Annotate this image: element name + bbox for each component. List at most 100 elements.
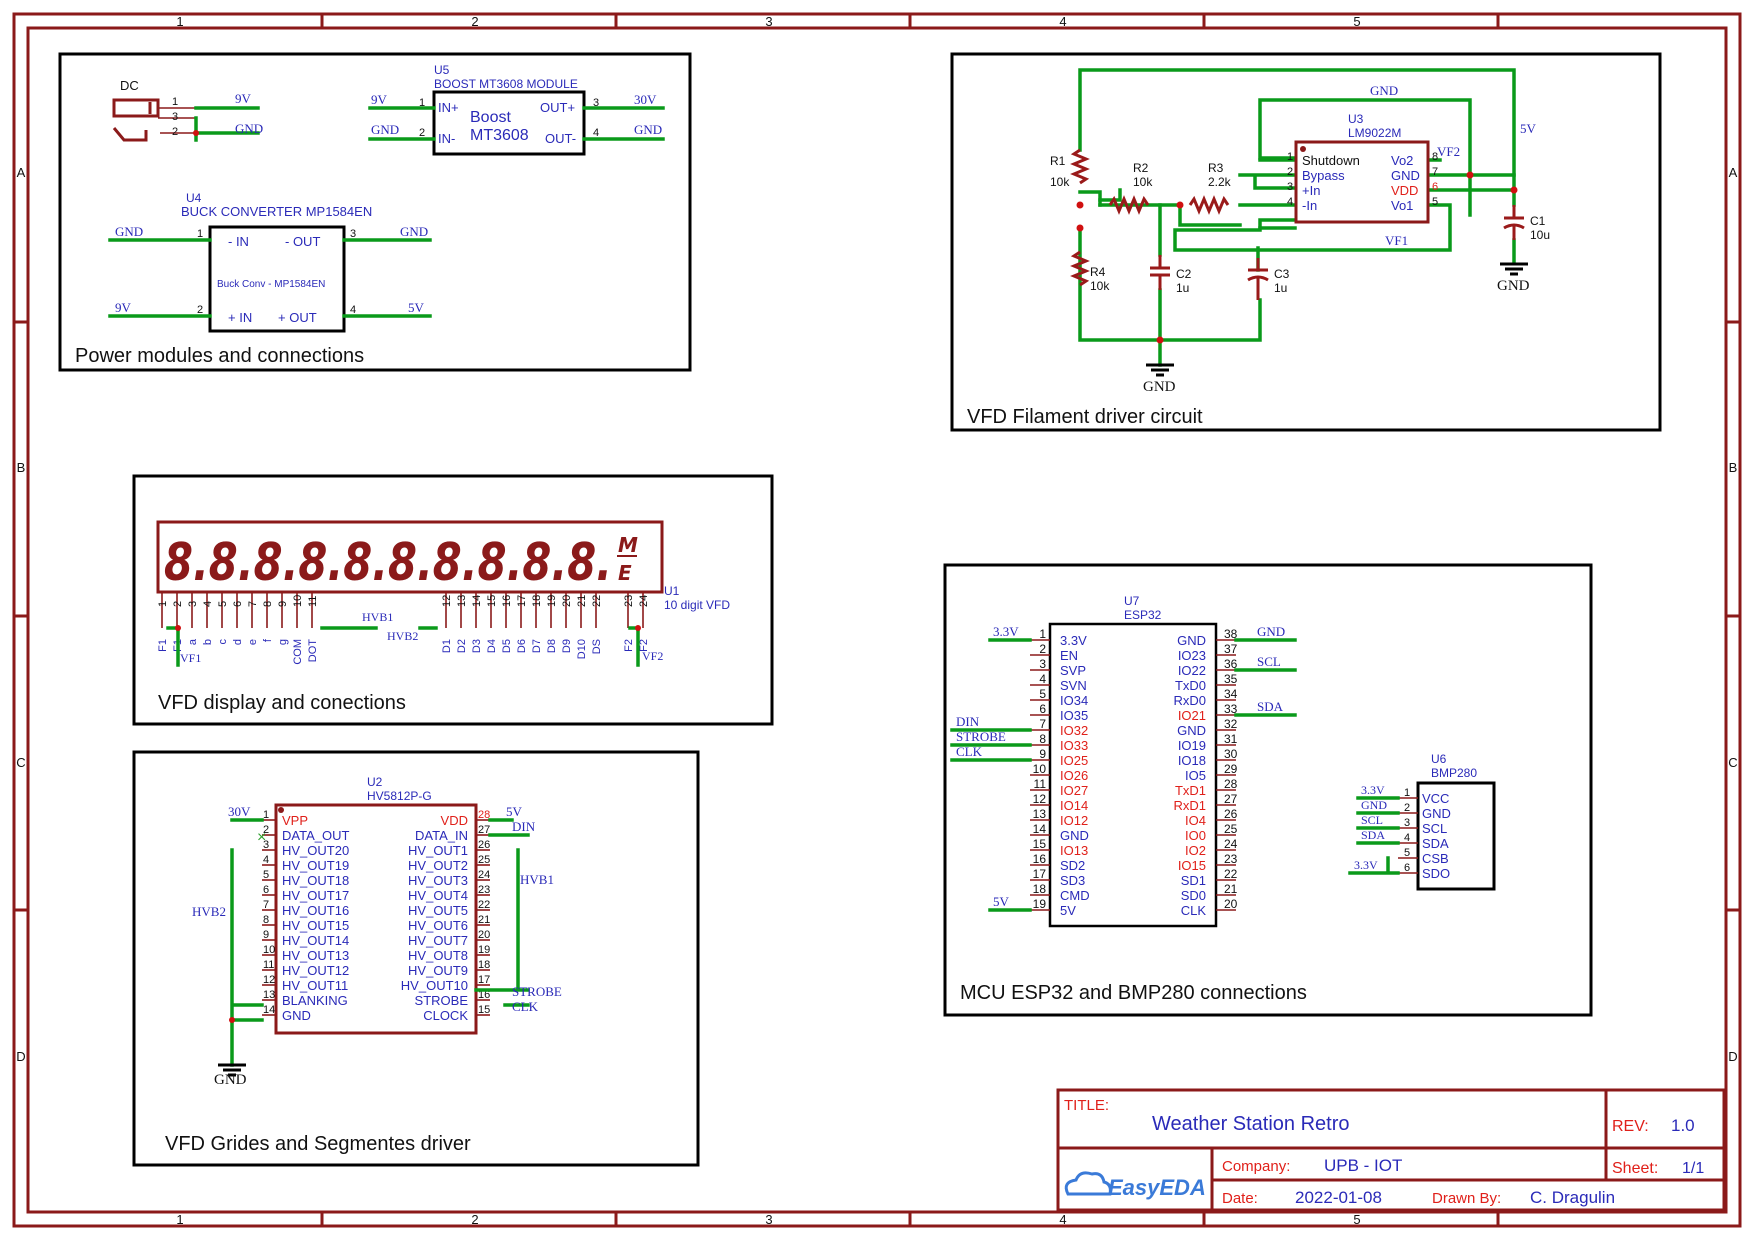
u3-pin-vo2: Vo2 (1391, 153, 1413, 168)
driver-right-pin-number: 20 (478, 929, 490, 941)
driver-net-5v: 5V (506, 804, 523, 819)
esp32-right-pin-number: 36 (1224, 657, 1238, 671)
r2-value: 10k (1133, 175, 1153, 189)
esp32-pin-list: 3.3V1EN2SVP3SVN4IO345IO356IO327IO338IO25… (1030, 627, 1238, 918)
esp32-right-pin-number: 38 (1224, 627, 1238, 641)
driver-left-pin-name: HV_OUT11 (282, 978, 348, 993)
vfd-pin-number: 11 (307, 596, 319, 607)
r4-value: 10k (1090, 279, 1110, 293)
vfd-pin-number: 20 (561, 595, 573, 607)
u3-num-1: 1 (1287, 151, 1293, 163)
u4-body: Buck Conv - MP1584EN (217, 279, 325, 290)
bmp280-pin-number: 2 (1404, 802, 1410, 814)
esp32-right-pin-name: IO2 (1185, 843, 1206, 858)
esp32-left-pin-number: 1 (1039, 627, 1046, 641)
bmp280-pin-name: VCC (1422, 791, 1449, 806)
esp32-right-pin-name: IO21 (1178, 708, 1206, 723)
sheet-value: 1/1 (1682, 1160, 1704, 1177)
dc-pin-3: 3 (172, 111, 178, 123)
esp32-left-pin-name: SVN (1060, 678, 1087, 693)
esp32-right-pin-name: SD0 (1181, 888, 1206, 903)
no-connect-icon: × (257, 829, 266, 846)
vfd-pin-name: f (262, 638, 274, 642)
esp32-right-pin-name: IO18 (1178, 753, 1206, 768)
driver-left-pin-number: 3 (263, 839, 269, 851)
esp32-left-pin-name: GND (1060, 828, 1089, 843)
esp32-right-pin-number: 22 (1224, 867, 1238, 881)
bmp280-pin-name: SDA (1422, 836, 1449, 851)
driver-right-pin-name: HV_OUT8 (408, 948, 468, 963)
u5-pinnum-4: 4 (593, 127, 599, 139)
esp32-left-pin-name: IO33 (1060, 738, 1088, 753)
driver-right-pin-number: 15 (478, 1004, 490, 1016)
u4-name: BUCK CONVERTER MP1584EN (181, 204, 372, 219)
vfd-suffix-m: M (618, 533, 638, 557)
u4-net-5v: 5V (408, 300, 425, 315)
esp32-right-pin-name: IO5 (1185, 768, 1206, 783)
u5-pin-out-plus: OUT+ (540, 100, 575, 115)
power-modules-section: Power modules and connections DC 1 3 2 9… (58, 52, 692, 372)
driver-left-pin-name: HV_OUT20 (282, 843, 349, 858)
esp32-right-pin-name: TxD0 (1175, 678, 1206, 693)
esp32-right-pin-number: 33 (1224, 702, 1238, 716)
esp32-right-pin-number: 24 (1224, 837, 1238, 851)
vfd-pin-row: 1F12F13a4b5c6d7e8f9g10COM11DOT12D113D214… (157, 592, 650, 665)
vfd-caption: VFD display and conections (158, 692, 406, 714)
u3-num-2: 2 (1287, 166, 1293, 178)
esp32-left-pin-number: 8 (1039, 732, 1046, 746)
esp32-left-pin-name: IO34 (1060, 693, 1088, 708)
vfd-pin-number: 17 (516, 595, 528, 607)
u3-pin-vdd: VDD (1391, 183, 1418, 198)
col-label-4-bottom: 4 (1059, 1212, 1066, 1227)
vfd-digits: 8.8.8.8.8.8.8.8.8.8. (164, 533, 612, 593)
vfd-pin-number: 15 (486, 595, 498, 607)
esp32-right-pin-number: 20 (1224, 897, 1238, 911)
driver-left-pin-number: 6 (263, 884, 269, 896)
vfd-name: 10 digit VFD (664, 598, 730, 612)
esp32-left-pin-number: 6 (1039, 702, 1046, 716)
u4-pinnum-4: 4 (350, 304, 356, 316)
u3-num-3: 3 (1287, 181, 1293, 193)
esp32-left-pin-name: 5V (1060, 903, 1076, 918)
esp32-left-pin-name: IO12 (1060, 813, 1088, 828)
row-label-a-right: A (1729, 165, 1738, 180)
r1-ref: R1 (1050, 154, 1066, 168)
filament-net-vf2: VF2 (1437, 144, 1460, 159)
esp32-left-pin-name: SD2 (1060, 858, 1085, 873)
vfd-pin-name: D1 (441, 639, 453, 653)
driver-right-pin-number: 27 (478, 824, 490, 836)
col-label-3: 3 (765, 14, 772, 29)
esp-net-5v: 5V (993, 894, 1010, 909)
u4-pin-in-plus: + IN (228, 310, 252, 325)
dc-net-9v: 9V (235, 91, 252, 106)
esp-net-3v3: 3.3V (993, 624, 1019, 639)
u3-num-8: 8 (1432, 151, 1438, 163)
driver-left-pin-name: VPP (282, 813, 308, 828)
col-label-5-bottom: 5 (1353, 1212, 1360, 1227)
esp32-right-pin-number: 29 (1224, 762, 1238, 776)
driver-right-pin-number: 18 (478, 959, 490, 971)
vfd-pin-name: D5 (501, 639, 513, 653)
esp32-right-pin-number: 37 (1224, 642, 1238, 656)
esp32-right-pin-number: 34 (1224, 687, 1238, 701)
driver-right-pin-number: 24 (478, 869, 490, 881)
esp32-right-pin-name: IO15 (1178, 858, 1206, 873)
ground-icon (1146, 363, 1174, 377)
power-caption: Power modules and connections (75, 345, 364, 367)
c3-ref: C3 (1274, 267, 1290, 281)
u3-pin-bypass: Bypass (1302, 168, 1345, 183)
driver-caption: VFD Grides and Segmentes driver (165, 1133, 471, 1155)
r4-ref: R4 (1090, 265, 1106, 279)
dc-pin-2: 2 (172, 126, 178, 138)
driver-right-pin-name: STROBE (415, 993, 469, 1008)
esp32-left-pin-name: SVP (1060, 663, 1086, 678)
driver-right-pin-name: HV_OUT7 (408, 933, 468, 948)
esp32-right-pin-number: 28 (1224, 777, 1238, 791)
driver-right-pin-number: 22 (478, 899, 490, 911)
driver-left-pin-number: 14 (263, 1004, 275, 1016)
drawn-value: C. Dragulin (1530, 1188, 1615, 1207)
vfd-pin-name: F2 (638, 639, 650, 652)
driver-net-30v: 30V (228, 804, 251, 819)
u4-net-9v: 9V (115, 300, 132, 315)
dc-jack-label: DC (120, 78, 139, 93)
